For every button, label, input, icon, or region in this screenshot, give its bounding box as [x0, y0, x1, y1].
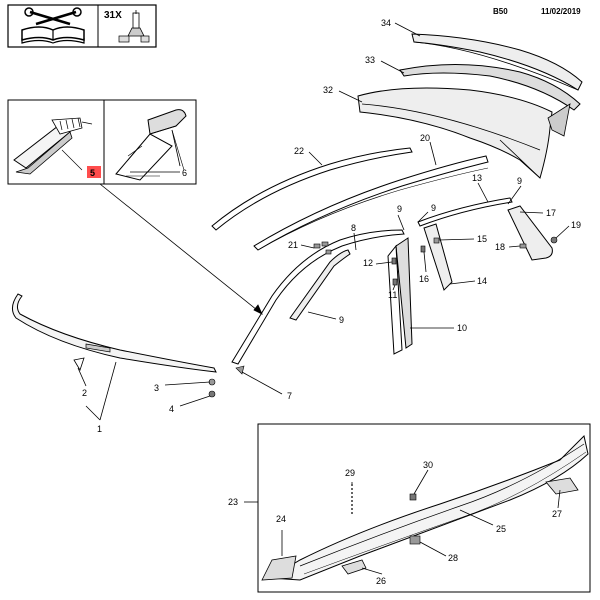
part-1-windshield-strip — [12, 293, 217, 373]
callout-30: 30 — [423, 460, 433, 470]
part-8-door-frame — [231, 229, 405, 365]
callout-9-upper: 9 — [397, 204, 402, 214]
part-17-quarter-trim — [507, 205, 553, 261]
part-16-clip — [420, 245, 426, 253]
callout-20: 20 — [420, 133, 430, 143]
part-33-spoiler — [399, 64, 581, 111]
callout-12: 12 — [363, 258, 373, 268]
part-32-spoiler — [357, 87, 571, 179]
callout-8: 8 — [351, 223, 356, 233]
callout-23: 23 — [228, 497, 238, 507]
callout-11: 11 — [388, 290, 397, 300]
part-10-b-pillar — [387, 237, 413, 355]
callout-3: 3 — [154, 383, 159, 393]
part-11-clip — [392, 278, 398, 286]
callout-29: 29 — [345, 468, 355, 478]
callout-15: 15 — [477, 234, 487, 244]
callout-10: 10 — [457, 323, 467, 333]
part-22-roof-strip — [211, 147, 413, 231]
callout-26: 26 — [376, 576, 386, 586]
part-2-clip — [73, 357, 85, 371]
part-18-clip — [519, 243, 527, 249]
callout-6: 6 — [182, 168, 187, 178]
callout-9-lower: 9 — [339, 315, 344, 325]
callout-32: 32 — [323, 85, 333, 95]
callout-9-top-right: 9 — [517, 176, 522, 186]
part-4-screw — [208, 390, 216, 398]
part-14-c-pillar-trim — [423, 223, 453, 291]
detail-inset — [7, 99, 197, 185]
part-9-trim-lower — [289, 249, 351, 321]
callout-16: 16 — [419, 274, 429, 284]
part-20-roof-strip — [253, 155, 489, 251]
push-clip-icon — [118, 10, 150, 43]
callout-4: 4 — [169, 404, 174, 414]
part-21-clips — [313, 241, 332, 255]
callout-2: 2 — [82, 388, 87, 398]
callout-14: 14 — [477, 276, 487, 286]
callout-18: 18 — [495, 242, 505, 252]
callout-5-highlight — [87, 166, 101, 178]
part-12-clip — [391, 257, 397, 265]
diagram-code: B50 — [493, 7, 508, 16]
callout-1: 1 — [97, 424, 102, 434]
part-34-spoiler — [411, 33, 583, 91]
callout-27: 27 — [552, 509, 562, 519]
badge-qty: 31X — [104, 10, 122, 21]
callout-17: 17 — [546, 208, 556, 218]
book-wrench-icon — [21, 7, 85, 44]
callout-25: 25 — [496, 524, 506, 534]
callout-13: 13 — [472, 173, 482, 183]
callout-28: 28 — [448, 553, 458, 563]
callout-5: 5 — [90, 168, 95, 178]
part-19-clip — [550, 236, 558, 244]
tool-info-box: 31X — [7, 4, 157, 48]
callout-21: 21 — [288, 240, 298, 250]
part-15-clip — [433, 237, 440, 244]
callout-7: 7 — [287, 391, 292, 401]
callout-9-middle: 9 — [431, 203, 436, 213]
part-13-strip — [417, 197, 513, 227]
diagram-date: 11/02/2019 — [541, 7, 581, 16]
callout-22: 22 — [294, 146, 304, 156]
callout-24: 24 — [276, 514, 286, 524]
callout-19: 19 — [571, 220, 581, 230]
callout-34: 34 — [381, 18, 391, 28]
sill-inset — [257, 423, 591, 593]
callout-33: 33 — [365, 55, 375, 65]
leader-lines — [77, 22, 570, 575]
